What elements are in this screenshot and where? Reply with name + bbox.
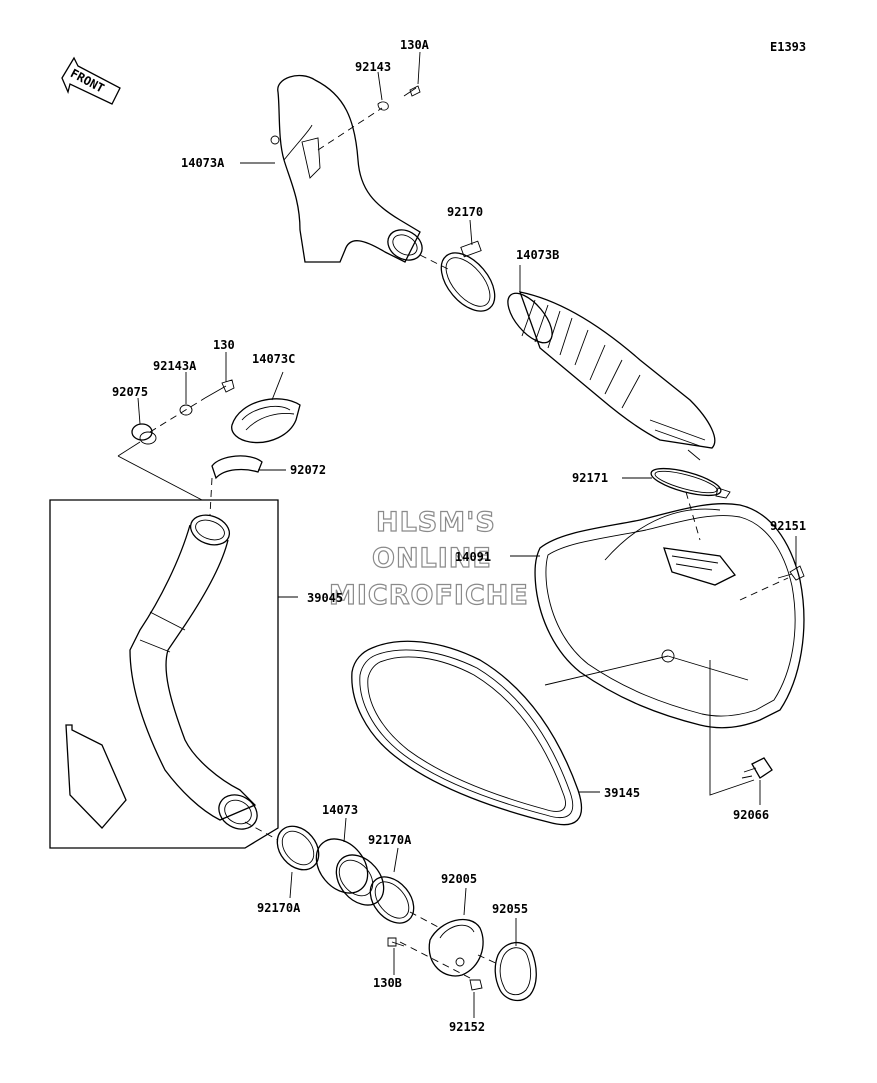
bolt-130 [204, 379, 235, 399]
label-130A: 130A [400, 38, 430, 52]
duct-14073A [270, 75, 423, 263]
label-14073A: 14073A [181, 156, 225, 170]
label-14073B: 14073B [516, 248, 559, 262]
diagram-code: E1393 [770, 40, 806, 54]
sensor-92066 [741, 757, 773, 779]
label-92170A-top: 92170A [368, 833, 412, 847]
label-92152: 92152 [449, 1020, 485, 1034]
band-92171 [650, 467, 731, 499]
label-92170: 92170 [447, 205, 483, 219]
label-39145: 39145 [604, 786, 640, 800]
cover-14091 [534, 503, 805, 729]
nut-92152 [469, 979, 483, 991]
duct-14073C [231, 398, 301, 444]
bolt-92151 [777, 565, 805, 581]
washer-92143A [179, 404, 193, 416]
assembly-box-39045 [49, 441, 298, 849]
duct-39045 [65, 514, 258, 830]
label-92143A: 92143A [153, 359, 197, 373]
label-130B: 130B [373, 976, 402, 990]
label-92143: 92143 [355, 60, 391, 74]
label-130: 130 [213, 338, 235, 352]
watermark: HLSM'S ONLINE MICROFICHE [328, 506, 529, 611]
label-92151: 92151 [770, 519, 806, 533]
washer-92143 [377, 101, 389, 111]
watermark-line-2: ONLINE [372, 543, 492, 574]
bolt-130B [387, 937, 405, 947]
label-92075: 92075 [112, 385, 148, 399]
gasket-92055 [494, 941, 537, 1002]
label-92171: 92171 [572, 471, 608, 485]
front-arrow-icon: FRONT [61, 56, 121, 105]
label-92005: 92005 [441, 872, 477, 886]
clamp-92170A-left [276, 825, 320, 871]
label-14073: 14073 [322, 803, 358, 817]
belt-39145 [351, 640, 583, 826]
bolt-130A [403, 85, 421, 97]
label-92066: 92066 [733, 808, 769, 822]
grommet-92075 [131, 423, 157, 445]
watermark-line-3: MICROFICHE [329, 580, 529, 611]
watermark-line-1: HLSM'S [376, 507, 496, 538]
label-14073C: 14073C [252, 352, 295, 366]
label-14091: 14091 [455, 550, 491, 564]
clamp-92170 [440, 240, 496, 312]
cover-92005 [428, 918, 484, 977]
label-92170A-bottom: 92170A [257, 901, 301, 915]
label-39045: 39045 [307, 591, 343, 605]
label-92055: 92055 [492, 902, 528, 916]
duct-14073B [507, 291, 716, 449]
clamp-92170A-right [369, 876, 415, 924]
label-92072: 92072 [290, 463, 326, 477]
band-92072 [211, 455, 263, 480]
